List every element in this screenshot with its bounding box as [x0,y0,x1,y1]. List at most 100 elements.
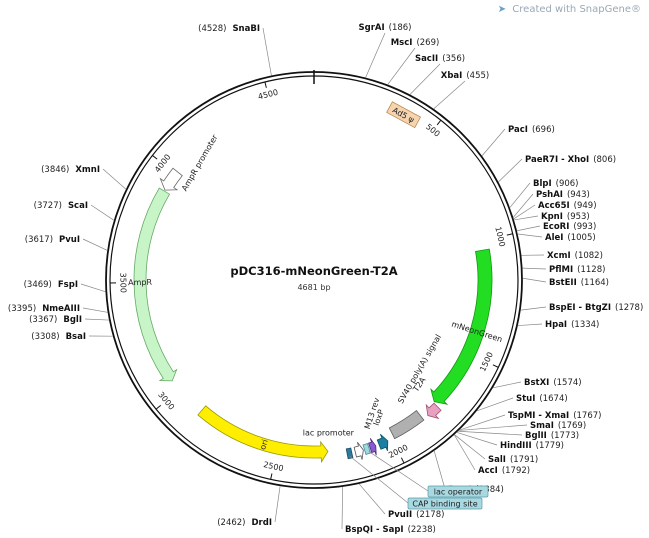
site-leader-line [458,430,523,436]
site-sacii: SacII(356) [409,54,465,95]
site-hindiii: HindIII(1779) [456,432,564,451]
site-label: (4528)SnaBI [198,24,260,34]
site-xbai: XbaI(455) [433,71,489,110]
site-leader-line [82,238,108,251]
site-label: SmaI(1769) [530,421,586,431]
site-snabi: (4528)SnaBI [198,24,272,76]
site-name: SmaI [530,421,554,431]
boxed-label-text: lac operator [434,487,483,496]
site-pvuii: PvuII(2178) [358,483,444,520]
site-name: BstEII [549,278,577,288]
site-leader-line [433,80,466,110]
site-name: PshAI [536,190,563,200]
site-nmeaiii: (3395)NmeAIII [8,304,108,314]
tick-label: 2000 [387,443,409,460]
site-name: BspEI - BtgZI [549,303,611,313]
site-position: (906) [556,179,579,189]
site-name: AleI [545,233,563,243]
boxed-label-leader [349,456,409,504]
site-label: EcoRI (993) [543,222,596,232]
site-name: BlpI [533,179,552,189]
site-name: KpnI [541,212,563,222]
site-paer7i-xhoi: PaeR7I - XhoI(806) [498,155,616,183]
site-name: StuI [516,394,535,404]
site-bstxi: BstXI(1574) [492,378,582,389]
snapgene-logo-icon: ➤ [497,4,507,15]
site-label: SacII(356) [415,54,465,64]
site-position: (1005) [567,233,595,243]
credit: ➤ Created with SnapGene® [498,4,641,15]
site-label: Acc65I(949) [538,201,597,211]
site-position: (4528) [198,24,226,34]
site-msci: MscI(269) [387,38,439,85]
site-leader-line [459,414,506,431]
site-leader-line [513,193,534,218]
tick-mark [400,457,405,464]
site-position: (696) [532,125,555,135]
plasmid-name: pDC316-mNeonGreen-T2A [230,264,397,278]
site-leader-line [84,318,109,321]
site-leader-line [509,182,531,208]
site-leader-line [82,307,108,313]
site-paci: PacI (696) [481,125,555,156]
site-label: (3727)ScaI [34,201,88,211]
site-bsai: (3308)BsaI [31,332,113,342]
site-leader-line [433,450,446,490]
tick-mark [264,81,267,88]
site-leader-line [522,277,547,283]
site-position: (455) [466,71,489,81]
tick-mark [436,119,442,126]
site-position: (993) [573,222,596,232]
site-name: PacI [508,125,528,135]
backbone [105,70,523,489]
site-stui: StuI (1674) [476,394,568,412]
tick-label: 1500 [478,351,495,373]
feature-label-ori: ori [258,438,270,451]
site-ecori: EcoRI (993) [517,222,596,232]
site-leader-line [262,27,272,76]
backbone-outer-ring [105,71,523,489]
site-name: BglI [63,315,82,325]
tick-label: 500 [424,122,442,139]
site-leader-line [341,487,344,530]
site-position: (1792) [502,466,530,476]
site-position: (3846) [41,165,69,175]
site-label: KpnI(953) [541,212,590,222]
site-leader-line [517,323,543,326]
site-label: PacI (696) [508,125,555,135]
site-bspei-btgzi: BspEI - BtgZI(1278) [520,303,643,313]
site-label: HpaI(1334) [545,320,599,330]
site-label: PvuII(2178) [388,510,444,520]
site-label: BspEI - BtgZI(1278) [549,303,643,313]
site-name: DrdI [252,518,273,528]
site-leader-line [454,434,486,460]
site-drdi: (2462)DrdI [217,486,281,528]
site-label: (3395)NmeAIII [8,304,80,314]
site-bsteii: BstEII(1164) [522,277,609,288]
site-position: (1674) [539,394,567,404]
tick-mark [155,404,162,410]
site-position: (1884) [476,485,504,495]
plasmid-length-line: 4681 bp [297,283,330,292]
site-leader-line [522,267,547,270]
site-pvui: (3617)PvuI [25,235,108,251]
site-leader-line [274,486,281,523]
site-leader-line [409,63,441,95]
site-name: PflMI [549,265,573,275]
site-acc65i: Acc65I(949) [513,201,597,220]
site-leader-line [517,233,543,238]
tick-mark [492,364,499,368]
feature-loxp [376,434,389,452]
site-label: AleI (1005) [545,233,596,243]
site-position: (3469) [24,280,52,290]
site-label: (3846)XmnI [41,165,100,175]
site-position: (356) [442,54,465,64]
site-name: AccI [478,466,498,476]
tick-mark [270,473,273,480]
feature-mneongreen [430,248,493,405]
restriction-sites: SgrAI(186)MscI(269)SacII(356)XbaI(455)Pa… [8,23,643,535]
site-name: EcoRI [543,222,569,232]
